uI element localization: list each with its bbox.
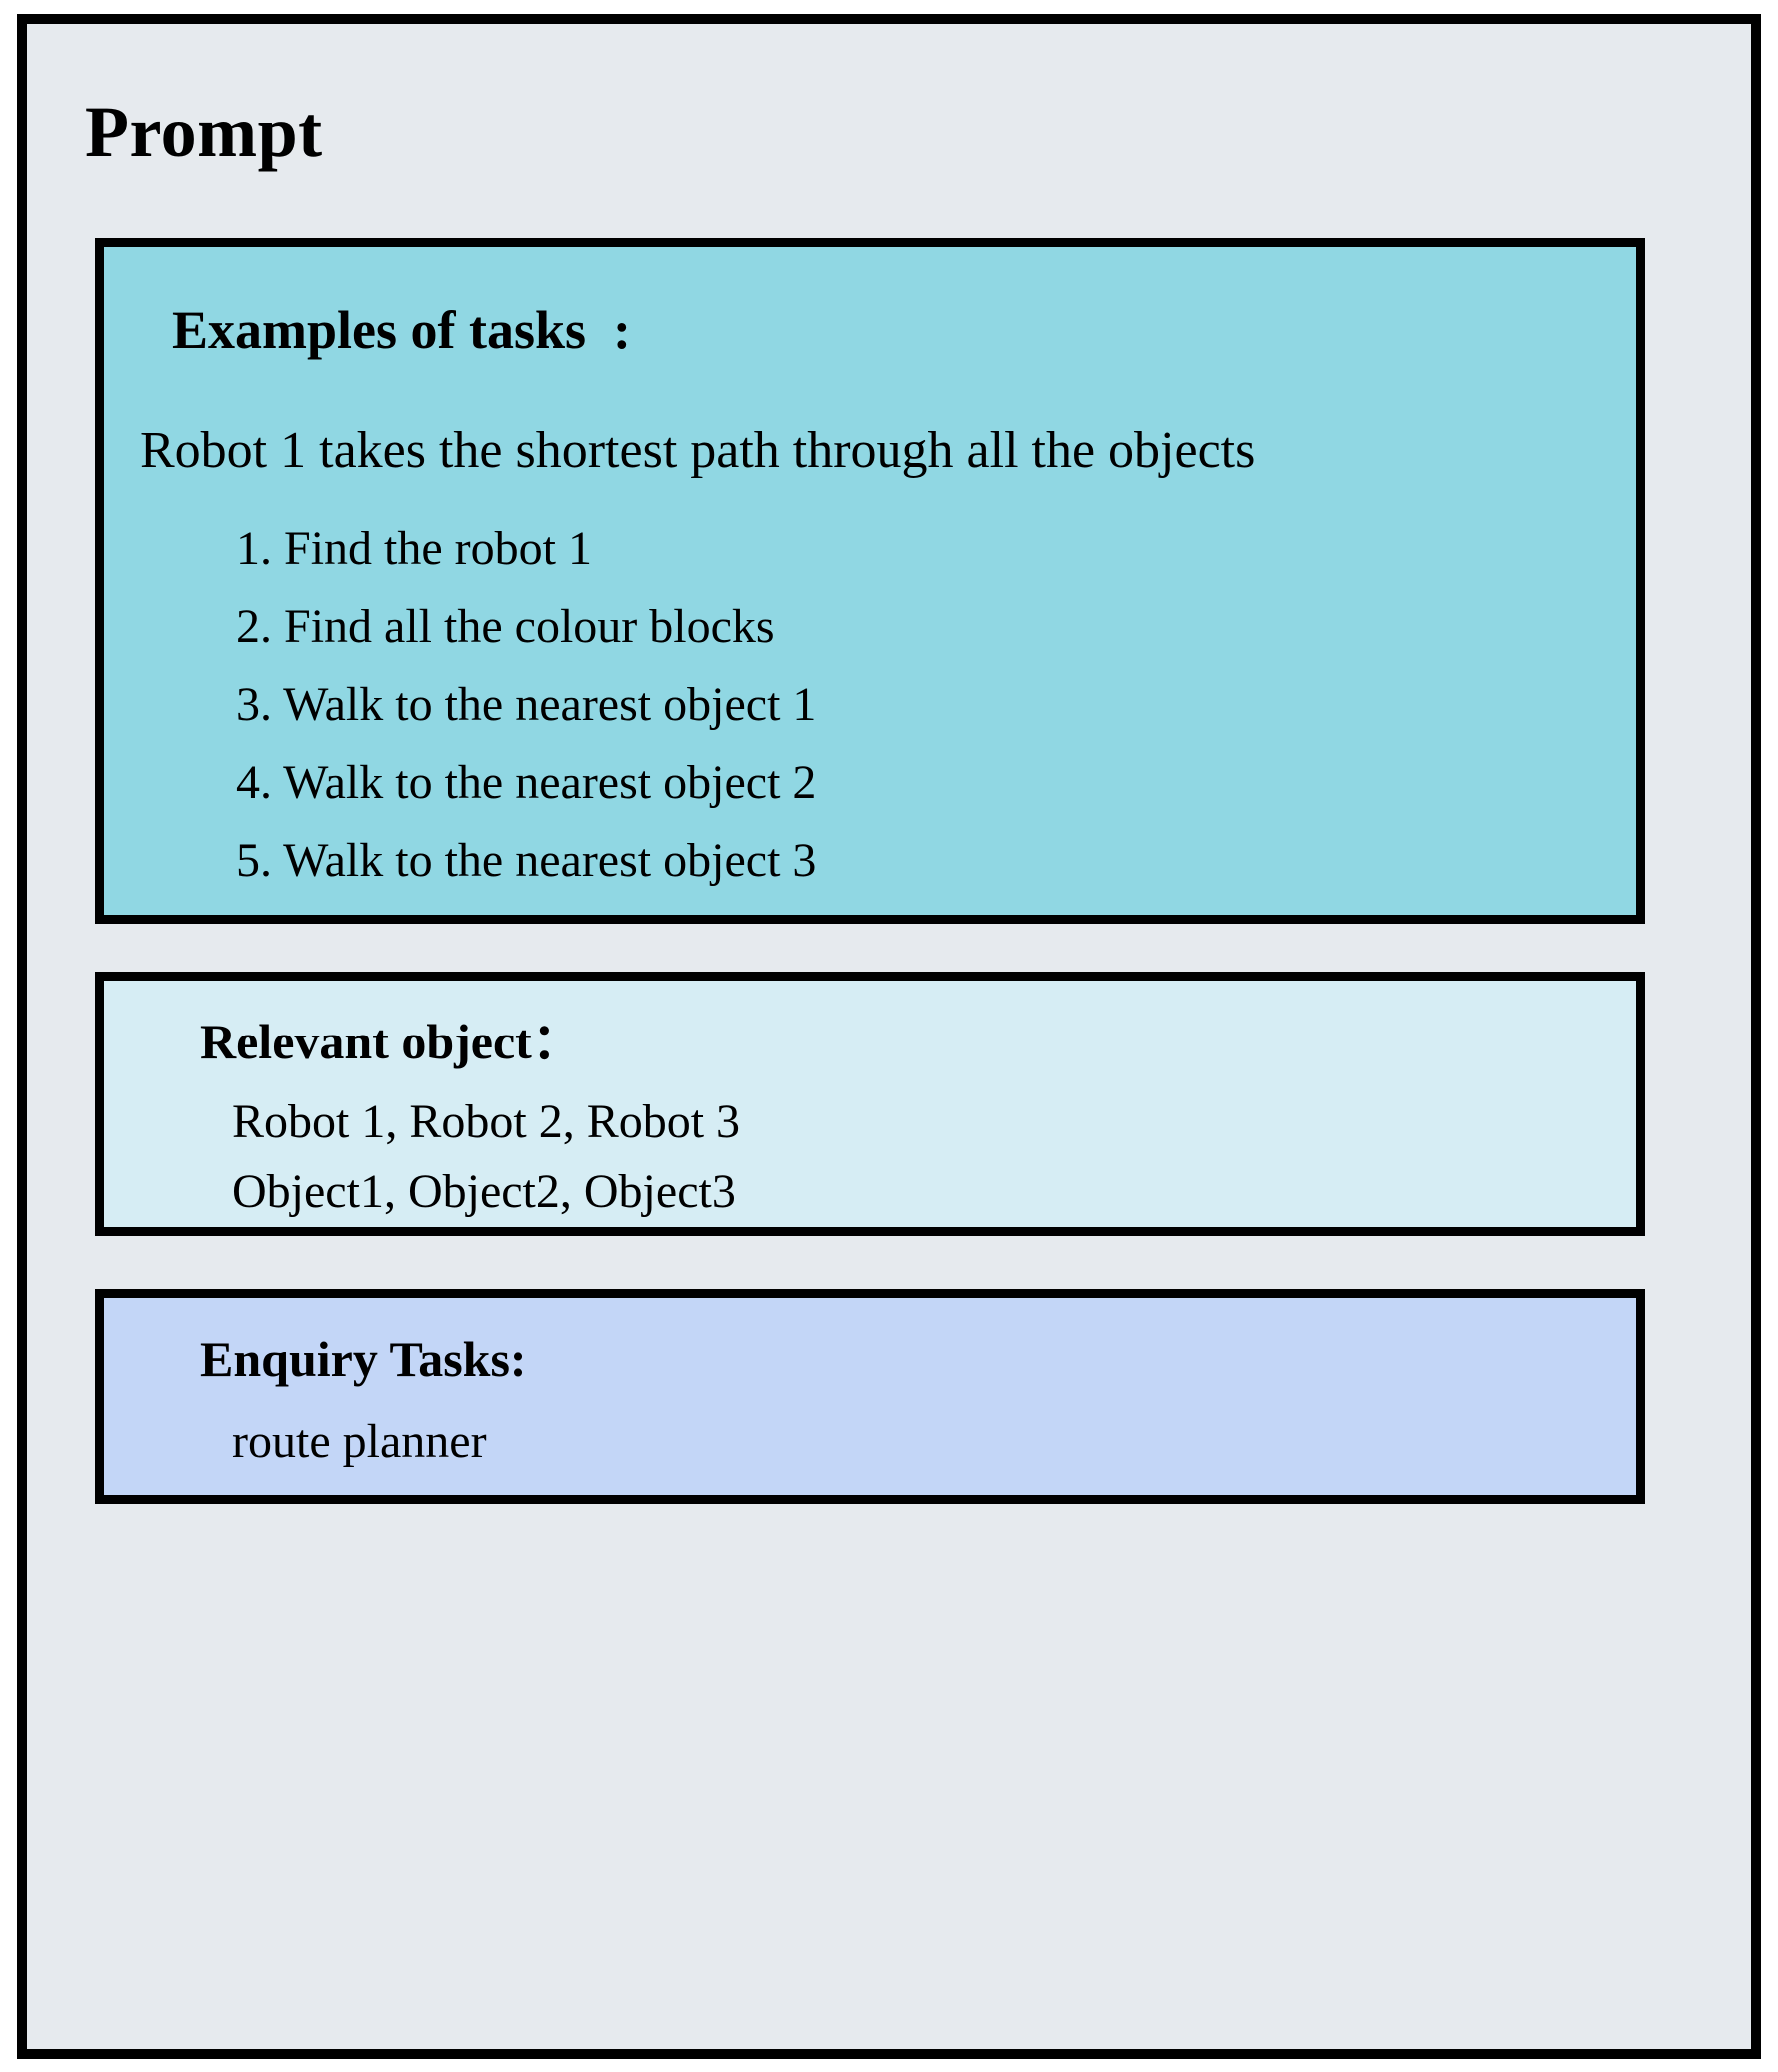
list-item: 4. Walk to the nearest object 2 — [236, 756, 817, 809]
examples-step-list: 1. Find the robot 1 2. Find all the colo… — [236, 525, 1535, 915]
list-item: 2. Find all the colour blocks — [236, 600, 775, 653]
enquiry-tasks-panel: Enquiry Tasks: route planner — [95, 1289, 1645, 1504]
page-title: Prompt — [85, 92, 323, 172]
examples-lead-text: Robot 1 takes the shortest path through … — [140, 422, 1256, 479]
relevant-object-robots: Robot 1, Robot 2, Robot 3 — [232, 1095, 741, 1148]
list-item: 5. Walk to the nearest object 3 — [236, 834, 817, 887]
prompt-frame: Prompt Examples of tasks : Robot 1 takes… — [17, 14, 1761, 2059]
enquiry-tasks-heading: Enquiry Tasks: — [200, 1331, 527, 1387]
examples-of-tasks-panel: Examples of tasks : Robot 1 takes the sh… — [95, 238, 1645, 924]
list-item: 1. Find the robot 1 — [236, 522, 592, 575]
relevant-object-heading: Relevant object： — [200, 1014, 582, 1069]
relevant-object-panel: Relevant object： Robot 1, Robot 2, Robot… — [95, 972, 1645, 1236]
enquiry-tasks-value: route planner — [232, 1415, 487, 1468]
examples-heading: Examples of tasks : — [172, 300, 632, 360]
relevant-object-objects: Object1, Object2, Object3 — [232, 1165, 736, 1218]
list-item: 3. Walk to the nearest object 1 — [236, 678, 817, 731]
